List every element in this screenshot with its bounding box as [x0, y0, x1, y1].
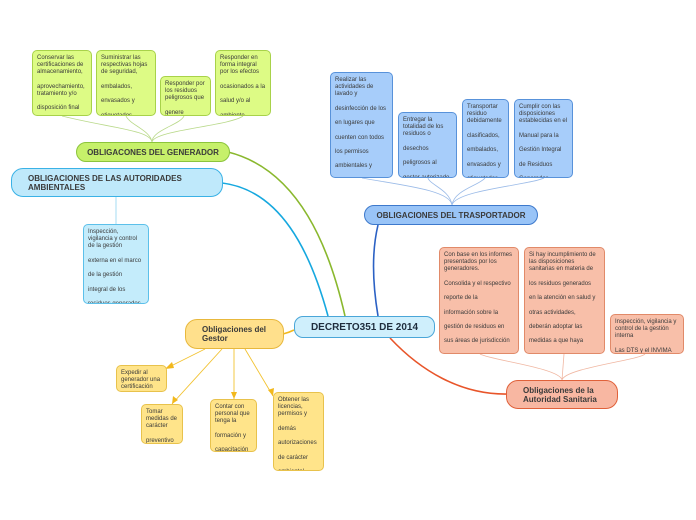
autoridades-leaf-1[interactable]: Inspección, vigilancia y control de la g… [83, 224, 149, 304]
gestor-leaf-4[interactable]: Obtener las licencias, permisos y demás … [273, 392, 324, 471]
link-center-autoridades [221, 182, 329, 317]
generador-leaf-1[interactable]: Conservar las certificaciones de almacen… [32, 50, 92, 116]
topic-autoridades[interactable]: OBLIGACIONES DE LAS AUTORIDADES AMBIENTA… [11, 168, 223, 197]
generador-leaf-4[interactable]: Responder en forma integral por los efec… [215, 50, 271, 116]
topic-gestor[interactable]: Obligaciones del Gestor [185, 319, 284, 349]
trasportador-leaf-1[interactable]: Realizar las actividades de lavado y des… [330, 72, 393, 178]
links-gestor-leaves [164, 348, 274, 405]
sanitaria-leaf-3[interactable]: Inspección, vigilancia y control de la g… [610, 314, 684, 354]
link-center-gestor [282, 329, 295, 335]
topic-trasportador[interactable]: OBLIGACIONES DEL TRASPORTADOR [364, 205, 538, 225]
arrowheads-gestor [165, 362, 274, 404]
trasportador-leaf-2[interactable]: Entregar la totalidad de los residuos o … [398, 112, 457, 178]
links-trasportador-leaves [361, 177, 545, 206]
central-topic[interactable]: DECRETO351 DE 2014 [294, 316, 435, 338]
topic-generador[interactable]: OBLIGACONES DEL GENERADOR [76, 142, 230, 162]
topic-sanitaria[interactable]: Obligaciones de la Autoridad Sanitaria [506, 380, 618, 409]
trasportador-leaf-4[interactable]: Cumplir con las disposiciones establecid… [514, 99, 573, 178]
gestor-leaf-2[interactable]: Tomar medidas de carácter preventivo [141, 404, 183, 444]
sanitaria-leaf-1[interactable]: Con base en los informes presentados por… [439, 247, 519, 354]
gestor-leaf-1[interactable]: Expedir al generador una certificación [116, 365, 167, 392]
gestor-leaf-3[interactable]: Contar con personal que tenga la formaci… [210, 399, 257, 452]
generador-leaf-2[interactable]: Suministrar las respectivas hojas de seg… [96, 50, 156, 116]
links-sanitaria-leaves [479, 353, 646, 381]
links-generador-leaves [61, 115, 244, 143]
trasportador-leaf-3[interactable]: Transportar residuo debidamente clasific… [462, 99, 509, 178]
sanitaria-leaf-2[interactable]: Si hay incumplimiento de las disposicion… [524, 247, 605, 354]
link-center-trasportador [372, 224, 379, 317]
generador-leaf-3[interactable]: Responder por los residuos peligrosos qu… [160, 76, 211, 116]
link-center-sanitaria [389, 337, 509, 395]
link-center-generador [227, 151, 346, 317]
